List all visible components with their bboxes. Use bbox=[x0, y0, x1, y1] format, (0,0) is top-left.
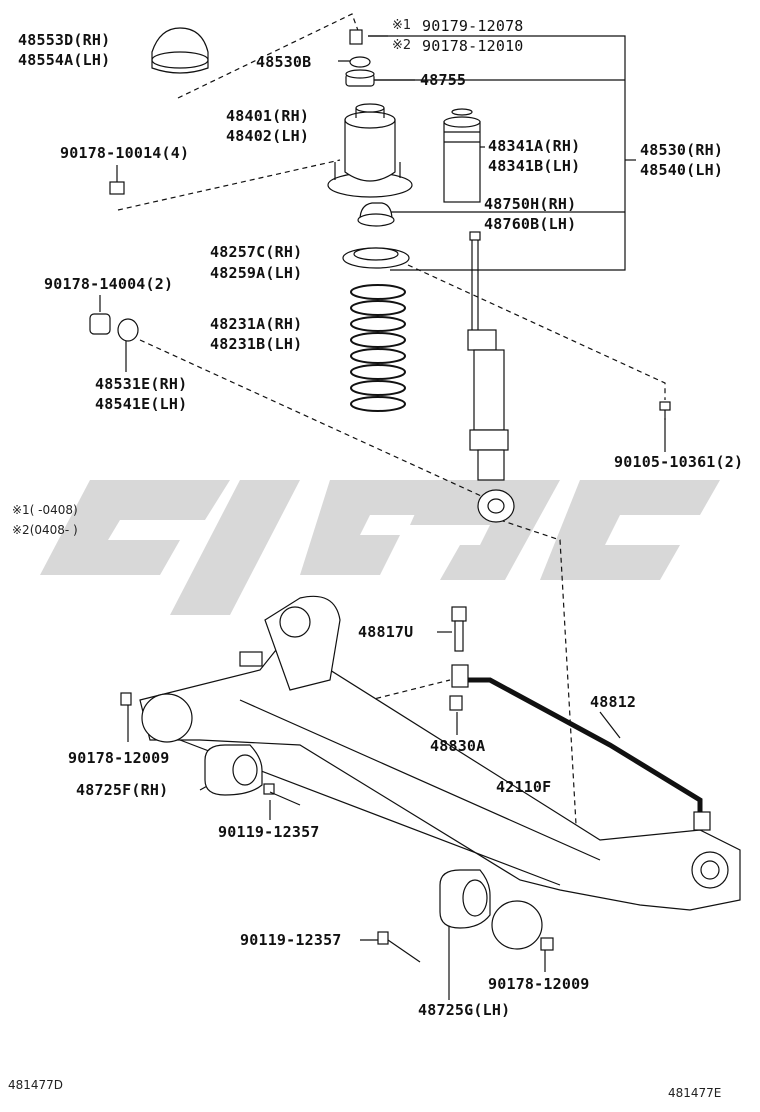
label-90119-12357-a: 90119-12357 bbox=[218, 823, 320, 841]
stabilizer-bar bbox=[449, 664, 711, 831]
label-90178-12010: 90178-12010 bbox=[422, 37, 524, 55]
label-48530: 48530(RH) bbox=[640, 141, 724, 159]
bolt-90105 bbox=[659, 401, 671, 420]
bumper bbox=[357, 202, 395, 227]
bolt-90119-b bbox=[377, 931, 421, 963]
label-48750H: 48750H(RH) bbox=[484, 195, 577, 213]
label-48401: 48401(RH) bbox=[226, 107, 310, 125]
dust-boot bbox=[443, 108, 481, 203]
label-48725G: 48725G(LH) bbox=[418, 1001, 511, 1019]
shock-absorber bbox=[467, 231, 515, 523]
bolt-90119-a bbox=[263, 783, 301, 806]
label-48402: 48402(LH) bbox=[226, 127, 310, 145]
label-90105-10361: 90105-10361(2) bbox=[614, 453, 744, 471]
spring-insulator bbox=[342, 247, 410, 269]
axle-beam bbox=[139, 595, 741, 950]
label-48341A: 48341A(RH) bbox=[488, 137, 581, 155]
bump-stop-cap bbox=[151, 27, 209, 74]
bolt-48817U bbox=[451, 606, 467, 652]
label-90178-14004: 90178-14004(2) bbox=[44, 275, 174, 293]
label-48554A: 48554A(LH) bbox=[18, 51, 111, 69]
label-90178-12009-a: 90178-12009 bbox=[68, 749, 170, 767]
label-48530B: 48530B bbox=[256, 53, 312, 71]
bushing-lh bbox=[439, 869, 491, 929]
label-48817U: 48817U bbox=[358, 623, 414, 641]
label-90178-10014: 90178-10014(4) bbox=[60, 144, 190, 162]
label-48755: 48755 bbox=[420, 71, 467, 89]
label-90119-12357-b: 90119-12357 bbox=[240, 931, 342, 949]
label-42110F: 42110F bbox=[496, 778, 552, 796]
label-48760B: 48760B(LH) bbox=[484, 215, 577, 233]
label-48553D: 48553D(RH) bbox=[18, 31, 111, 49]
ref-code-right: 481477E bbox=[668, 1086, 722, 1100]
label-48541E: 48541E(LH) bbox=[95, 395, 188, 413]
label-48257C: 48257C(RH) bbox=[210, 243, 303, 261]
ref-code-left: 481477D bbox=[8, 1078, 64, 1092]
upper-support bbox=[327, 103, 413, 198]
label-48231A: 48231A(RH) bbox=[210, 315, 303, 333]
top-nut bbox=[349, 29, 363, 45]
label-48812: 48812 bbox=[590, 693, 637, 711]
label-48231B: 48231B(LH) bbox=[210, 335, 303, 353]
watermark-logo bbox=[40, 480, 720, 615]
guide-lines bbox=[117, 13, 666, 861]
label-48341B: 48341B(LH) bbox=[488, 157, 581, 175]
label-48531E: 48531E(RH) bbox=[95, 375, 188, 393]
label-48540: 48540(LH) bbox=[640, 161, 724, 179]
leader-lines bbox=[99, 35, 666, 1000]
label-90179-12078: 90179-12078 bbox=[422, 17, 524, 35]
note-mark-2: ※2 bbox=[392, 38, 412, 53]
bushing-rh bbox=[204, 744, 263, 796]
label-48830A: 48830A bbox=[430, 737, 486, 755]
label-48259A: 48259A(LH) bbox=[210, 264, 303, 282]
note-2: ※2(0408- ) bbox=[12, 523, 78, 537]
note-1: ※1( -0408) bbox=[12, 503, 78, 517]
note-mark-1: ※1 bbox=[392, 18, 412, 33]
label-90178-12009-b: 90178-12009 bbox=[488, 975, 590, 993]
washer-48755 bbox=[345, 69, 375, 87]
coil-spring bbox=[350, 284, 406, 412]
label-48725F: 48725F(RH) bbox=[76, 781, 169, 799]
